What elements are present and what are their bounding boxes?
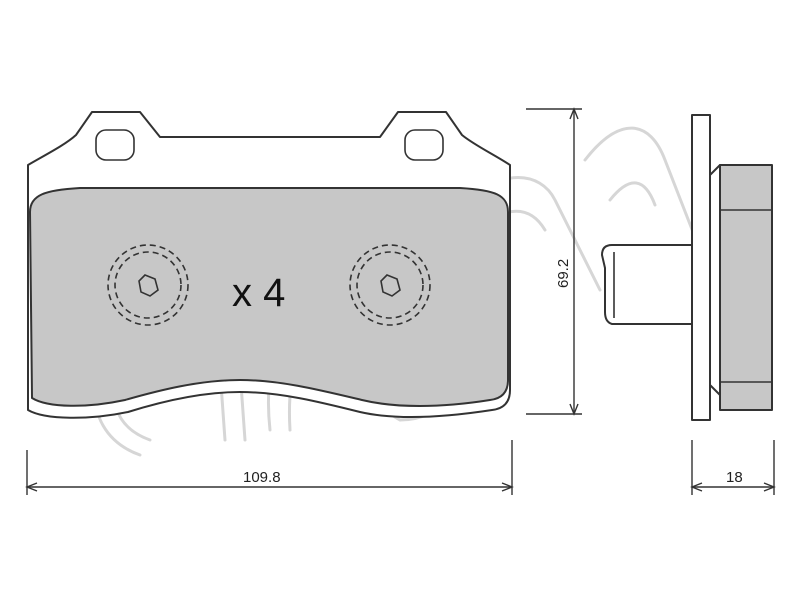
right-spigot bbox=[349, 244, 431, 326]
quantity-label: x 4 bbox=[232, 271, 285, 315]
left-spigot bbox=[107, 244, 189, 326]
side-view bbox=[601, 114, 773, 421]
left-ear-slot bbox=[95, 129, 135, 161]
thickness-value: 18 bbox=[726, 469, 743, 486]
thickness-dimension: 18 bbox=[690, 440, 776, 495]
right-ear-slot bbox=[404, 129, 444, 161]
height-dimension: 69.2 bbox=[526, 107, 582, 416]
height-value: 69.2 bbox=[555, 259, 572, 288]
width-value: 109.8 bbox=[243, 469, 281, 486]
width-dimension: 109.8 bbox=[25, 440, 514, 495]
friction-material bbox=[29, 187, 509, 407]
